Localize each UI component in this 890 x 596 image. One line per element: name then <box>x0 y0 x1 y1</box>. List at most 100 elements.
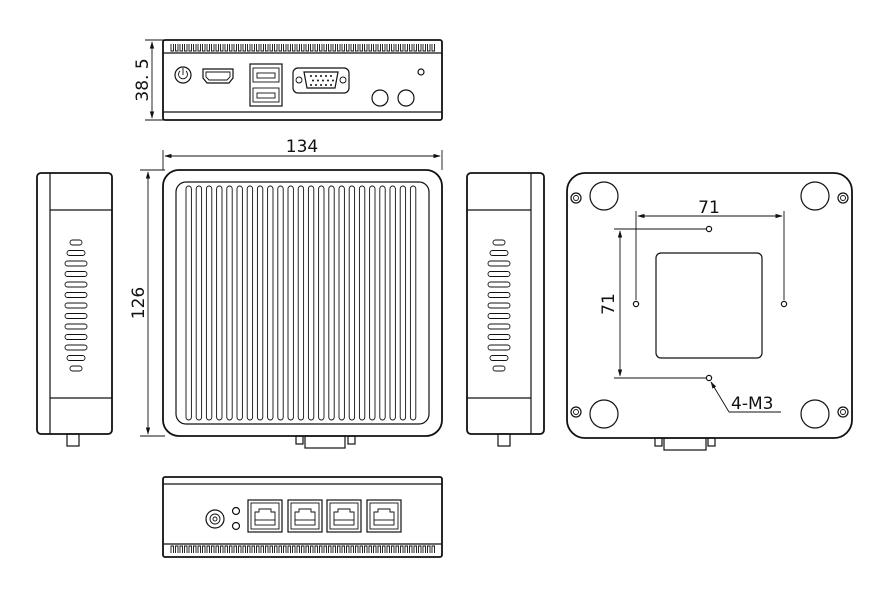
vga-pin <box>332 79 334 82</box>
vga-port-icon <box>292 67 350 94</box>
heatsink-fin <box>229 44 233 52</box>
heatsink-fin <box>287 44 291 52</box>
heatsink-fin <box>260 545 264 553</box>
usb-port-top-icon <box>252 67 280 83</box>
heatsink-fin <box>319 545 323 553</box>
vent-slot <box>64 313 88 319</box>
heatsink-fin <box>278 545 282 553</box>
heatsink-fin <box>260 44 264 52</box>
heatsink-fin <box>269 545 273 553</box>
heatsink-fin <box>332 545 336 553</box>
heatsink-fin <box>246 185 254 421</box>
heatsink-fin <box>400 44 404 52</box>
heatsink-fin <box>229 545 233 553</box>
left-side-view <box>36 172 113 447</box>
heatsink-fin <box>368 44 372 52</box>
heatsink-fin <box>368 545 372 553</box>
front-view: 38. 5 <box>133 39 443 121</box>
heatsink-fin <box>409 44 413 52</box>
vent-slot <box>492 365 506 372</box>
heatsink-fin <box>418 545 422 553</box>
heatsink-fin <box>323 44 327 52</box>
heatsink-fin <box>359 545 363 553</box>
led-indicator-icon <box>417 68 425 76</box>
heatsink-fin <box>224 44 228 52</box>
vent-slot <box>489 355 509 361</box>
width-dimension-group: 134 <box>162 137 443 170</box>
heatsink-fin <box>328 44 332 52</box>
heatsink-fin <box>296 545 300 553</box>
vga-pin <box>325 84 327 86</box>
mount-h-dimension: 71 <box>698 198 720 218</box>
heatsink-fin <box>233 44 237 52</box>
vent-slot <box>69 239 83 246</box>
heatsink-fin <box>301 545 305 553</box>
heatsink-fin <box>377 44 381 52</box>
heatsink-fin <box>296 44 300 52</box>
heatsink-fin <box>287 545 291 553</box>
corner-screw-icon <box>570 192 582 204</box>
heatsink-fin <box>323 545 327 553</box>
heatsink-fin <box>364 545 368 553</box>
usb-stack-icon <box>249 63 283 107</box>
heatsink-fin <box>369 185 376 421</box>
corner-screw-icon <box>570 406 582 418</box>
heatsink-fin <box>395 44 399 52</box>
heatsink-fin <box>391 44 395 52</box>
heatsink-fin <box>305 44 309 52</box>
heatsink-fin <box>274 44 278 52</box>
rubber-foot <box>800 399 830 429</box>
heatsink-fin <box>236 185 243 421</box>
heatsink-fin <box>399 185 407 421</box>
heatsink-fin <box>202 44 206 52</box>
heatsink-fin <box>422 44 426 52</box>
rubber-foot <box>589 399 619 429</box>
heatsink-fin <box>185 185 192 421</box>
indicator-hole-icon <box>231 521 241 531</box>
heatsink-fin <box>305 545 309 553</box>
rubber-foot <box>800 181 830 211</box>
vga-pin <box>317 79 319 82</box>
vent-slot <box>64 260 88 267</box>
heatsink-fin <box>256 545 260 553</box>
vent-slot <box>487 313 511 319</box>
heatsink-fin <box>348 185 356 421</box>
front-view-outline <box>162 39 443 121</box>
heatsink-fin <box>404 545 408 553</box>
heatsink-fin <box>332 44 336 52</box>
heatsink-fin <box>283 44 287 52</box>
vga-pin <box>330 84 332 86</box>
top-fins <box>185 185 417 421</box>
heatsink-fin <box>242 44 246 52</box>
rear-view <box>162 476 443 558</box>
heatsink-fin <box>256 44 260 52</box>
heatsink-fin <box>251 545 255 553</box>
heatsink-fin <box>379 185 386 421</box>
top-view: 126 <box>129 169 443 449</box>
heatsink-fin <box>277 185 284 421</box>
heatsink-fin <box>265 545 269 553</box>
heatsink-fin <box>205 185 213 421</box>
heatsink-fin <box>377 545 381 553</box>
heatsink-fin <box>314 545 318 553</box>
heatsink-fin <box>301 44 305 52</box>
width-dimension: 134 <box>286 137 318 157</box>
heatsink-fin <box>175 545 179 553</box>
heatsink-fin <box>404 44 408 52</box>
heatsink-fin <box>337 44 341 52</box>
heatsink-fin <box>179 545 183 553</box>
vent-slot <box>487 334 511 340</box>
heatsink-fin <box>307 185 315 421</box>
vent-slot <box>489 250 509 256</box>
heatsink-fin <box>318 185 325 421</box>
power-button-icon <box>174 66 192 84</box>
vent-slot <box>487 302 511 309</box>
vga-pin <box>312 79 314 82</box>
heatsink-fin <box>319 44 323 52</box>
vga-pin <box>330 75 332 77</box>
rear-view-outline <box>162 476 443 558</box>
heatsink-fin <box>337 545 341 553</box>
indicator-hole-icon <box>231 506 241 516</box>
heatsink-fin <box>310 44 314 52</box>
